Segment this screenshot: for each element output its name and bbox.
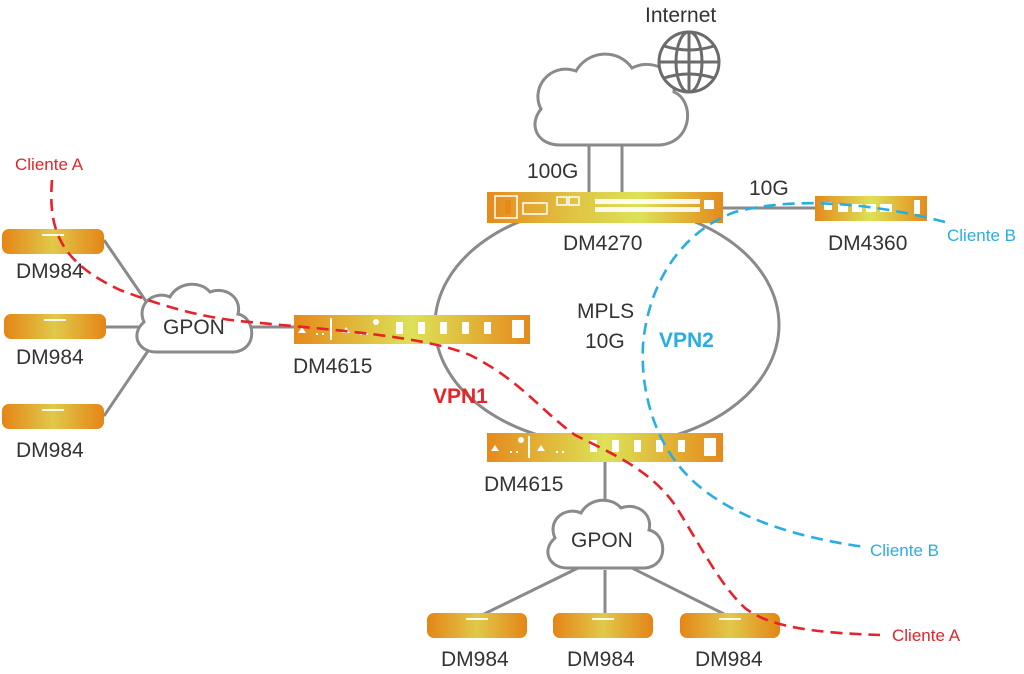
onu-device (680, 613, 780, 638)
onu-bottom-group: DM984 DM984 DM984 (427, 613, 780, 671)
cliente-b-bottom-label: Cliente B (870, 541, 939, 560)
link-gpon-onu-4 (477, 566, 579, 619)
onu-device (4, 314, 106, 339)
dm4615-bottom-label: DM4615 (484, 473, 563, 496)
link-gpon-onu-6 (631, 566, 731, 619)
dm4615-top-label: DM4615 (293, 355, 372, 378)
gpon-left-label: GPON (163, 316, 225, 339)
onu-bottom-2-label: DM984 (567, 648, 635, 671)
dm4615-bottom-device (487, 433, 723, 462)
onu-bottom-1-label: DM984 (441, 648, 509, 671)
onu-device (553, 613, 653, 638)
link-gpon-onu-1 (102, 239, 154, 311)
dm4270-label: DM4270 (563, 232, 642, 255)
link-gpon-onu-3 (102, 344, 154, 417)
gpon-bottom-label: GPON (571, 529, 633, 552)
dm4360-label: DM4360 (828, 232, 907, 255)
cliente-a-bottom-label: Cliente A (892, 626, 961, 645)
globe-icon (657, 30, 721, 94)
onu-device (427, 613, 527, 638)
internet-cloud: Internet (533, 4, 721, 147)
onu-left-1-label: DM984 (16, 260, 84, 283)
internet-label: Internet (645, 4, 716, 27)
cliente-b-top-label: Cliente B (947, 226, 1016, 245)
vpn2-label: VPN2 (659, 329, 714, 352)
onu-bottom-3-label: DM984 (695, 648, 763, 671)
cliente-a-top-label: Cliente A (15, 155, 84, 174)
onu-left-3-label: DM984 (16, 439, 84, 462)
cloud-icon (533, 52, 690, 147)
onu-device (2, 404, 104, 429)
gpon-bottom-cloud: GPON (546, 498, 665, 570)
onu-device (2, 229, 104, 254)
dm4270-device (487, 192, 723, 223)
mpls-label: MPLS (577, 300, 634, 323)
vpn1-label: VPN1 (433, 385, 488, 408)
cloud-icon (546, 498, 665, 570)
vpn1-path (50, 179, 881, 637)
gpon-left-cloud: GPON (135, 282, 254, 354)
vpn2-path (641, 201, 946, 549)
link-100g-label: 100G (527, 160, 578, 183)
onu-left-group: DM984 DM984 DM984 (2, 229, 106, 462)
mpls-speed-label: 10G (585, 330, 625, 353)
dm4360-device (815, 196, 927, 221)
link-10g-label: 10G (749, 177, 789, 200)
onu-left-2-label: DM984 (16, 346, 84, 369)
